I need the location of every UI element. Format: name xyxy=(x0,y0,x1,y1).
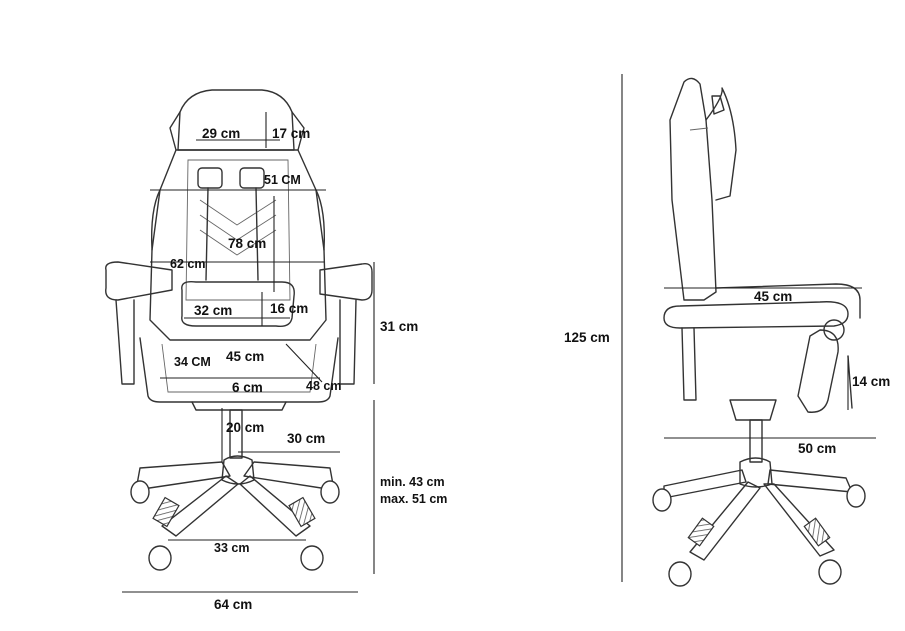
label-seat-thickness: 6 cm xyxy=(232,380,263,395)
side-dimension-lines xyxy=(621,74,876,582)
label-backrest-height: 78 cm xyxy=(228,236,267,251)
label-wheel-span: 33 cm xyxy=(214,541,250,555)
front-dimension-lines xyxy=(122,112,375,593)
label-armrest-height: 31 cm xyxy=(380,319,419,334)
label-backrest-width-top: 51 CM xyxy=(264,173,301,187)
label-seat-depth-side: 50 cm xyxy=(798,441,837,456)
label-lumbar-height: 16 cm xyxy=(270,301,309,316)
label-seat-height: min. 43 cm max. 51 cm xyxy=(380,475,448,506)
label-backrest-width: 62 cm xyxy=(170,257,206,271)
label-armrest-length: 45 cm xyxy=(754,289,793,304)
front-chair xyxy=(105,89,373,571)
label-seat-width-inner: 45 cm xyxy=(226,349,265,364)
label-headrest-width: 29 cm xyxy=(202,126,241,141)
label-base-radius: 30 cm xyxy=(287,431,326,446)
label-gas-lift: 20 cm xyxy=(226,420,265,435)
side-chair xyxy=(652,77,866,587)
label-seat-depth: 34 CM xyxy=(174,355,211,369)
label-total-height: 125 cm xyxy=(564,330,610,345)
label-headrest-height: 17 cm xyxy=(272,126,311,141)
label-base-width: 64 cm xyxy=(214,597,253,612)
label-lumbar-width: 32 cm xyxy=(194,303,233,318)
label-seat-width: 48 cm xyxy=(306,379,342,393)
label-footrest-height: 14 cm xyxy=(852,374,891,389)
